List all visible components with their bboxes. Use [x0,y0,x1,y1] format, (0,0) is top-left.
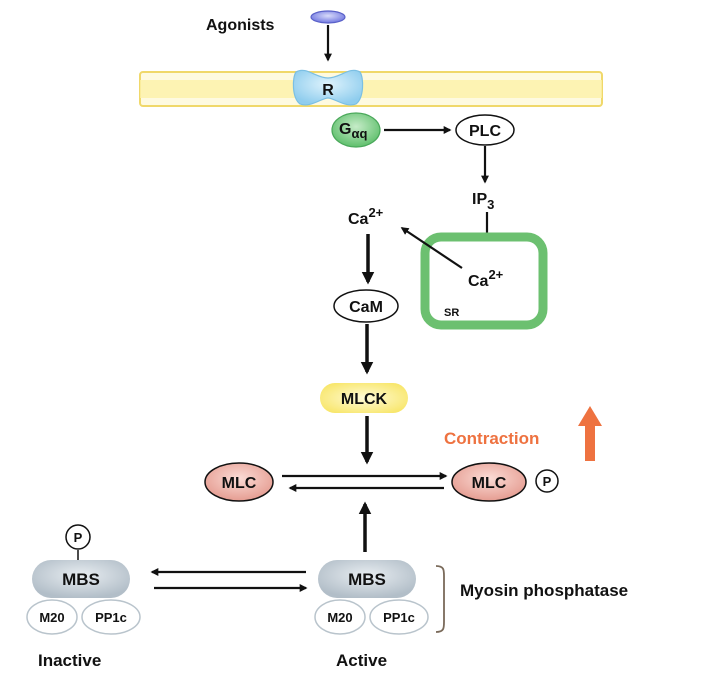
active-label: Active [336,651,387,670]
contraction-up-arrow [578,406,602,461]
plc: PLC [455,114,515,146]
mlck: MLCK [320,383,408,413]
ip3-subscript: 3 [487,197,494,212]
ip3-label: IP [472,191,487,208]
cell-membrane [139,71,603,107]
mlc-unphosphorylated: MLC [204,462,274,502]
sr-label: SR [444,307,459,319]
svg-text:IP3: IP3 [472,191,494,212]
mbs-active-label: MBS [348,570,386,589]
gq-subscript: αq [351,126,367,141]
m20-active-label: M20 [327,610,352,625]
mbs-phosphate-label: P [74,530,83,545]
svg-text:Ca2+: Ca2+ [348,205,384,228]
myosin-phosphatase-label: Myosin phosphatase [460,581,628,600]
plc-label: PLC [469,123,501,140]
cytosolic-calcium-superscript: 2+ [368,205,383,220]
mlc-left-label: MLC [222,475,257,492]
receptor: R [292,69,364,106]
svg-text:Ca2+: Ca2+ [468,267,504,290]
mbs-phosphate-icon [65,524,91,550]
cytosolic-calcium-label: Ca [348,211,369,228]
calmodulin: CaM [333,289,399,323]
m20-inactive-label: M20 [39,610,64,625]
contraction-label: Contraction [444,429,539,448]
sr-calcium-release-arrow [400,227,463,269]
mlc-right-label: MLC [472,475,507,492]
svg-text:Gαq: Gαq [339,121,367,141]
myosin-phosphatase-active: MBS M20 PP1c Active [314,560,429,670]
receptor-label: R [322,82,334,99]
mlc-phosphate-label: P [543,474,552,489]
sarcoplasmic-reticulum: Ca2+ SR [420,232,548,330]
mlc-phosphorylated: MLC P [451,462,559,502]
sr-calcium-superscript: 2+ [488,267,503,282]
g-alpha-q: Gαq [331,112,381,148]
sr-calcium-label: Ca [468,273,489,290]
gq-label: G [339,121,351,138]
agonist-molecule [310,10,346,24]
mbs-inactive-label: MBS [62,570,100,589]
pp1c-inactive-label: PP1c [95,610,127,625]
myosin-phosphatase-inactive: P MBS M20 PP1c Inactive [26,524,141,670]
mlck-label: MLCK [341,391,388,408]
agonists-label: Agonists [206,17,275,34]
myosin-phosphatase-bracket [435,565,445,633]
inactive-label: Inactive [38,651,101,670]
pp1c-active-label: PP1c [383,610,415,625]
mlc-phosphate-icon [535,469,559,493]
cam-label: CaM [349,299,383,316]
